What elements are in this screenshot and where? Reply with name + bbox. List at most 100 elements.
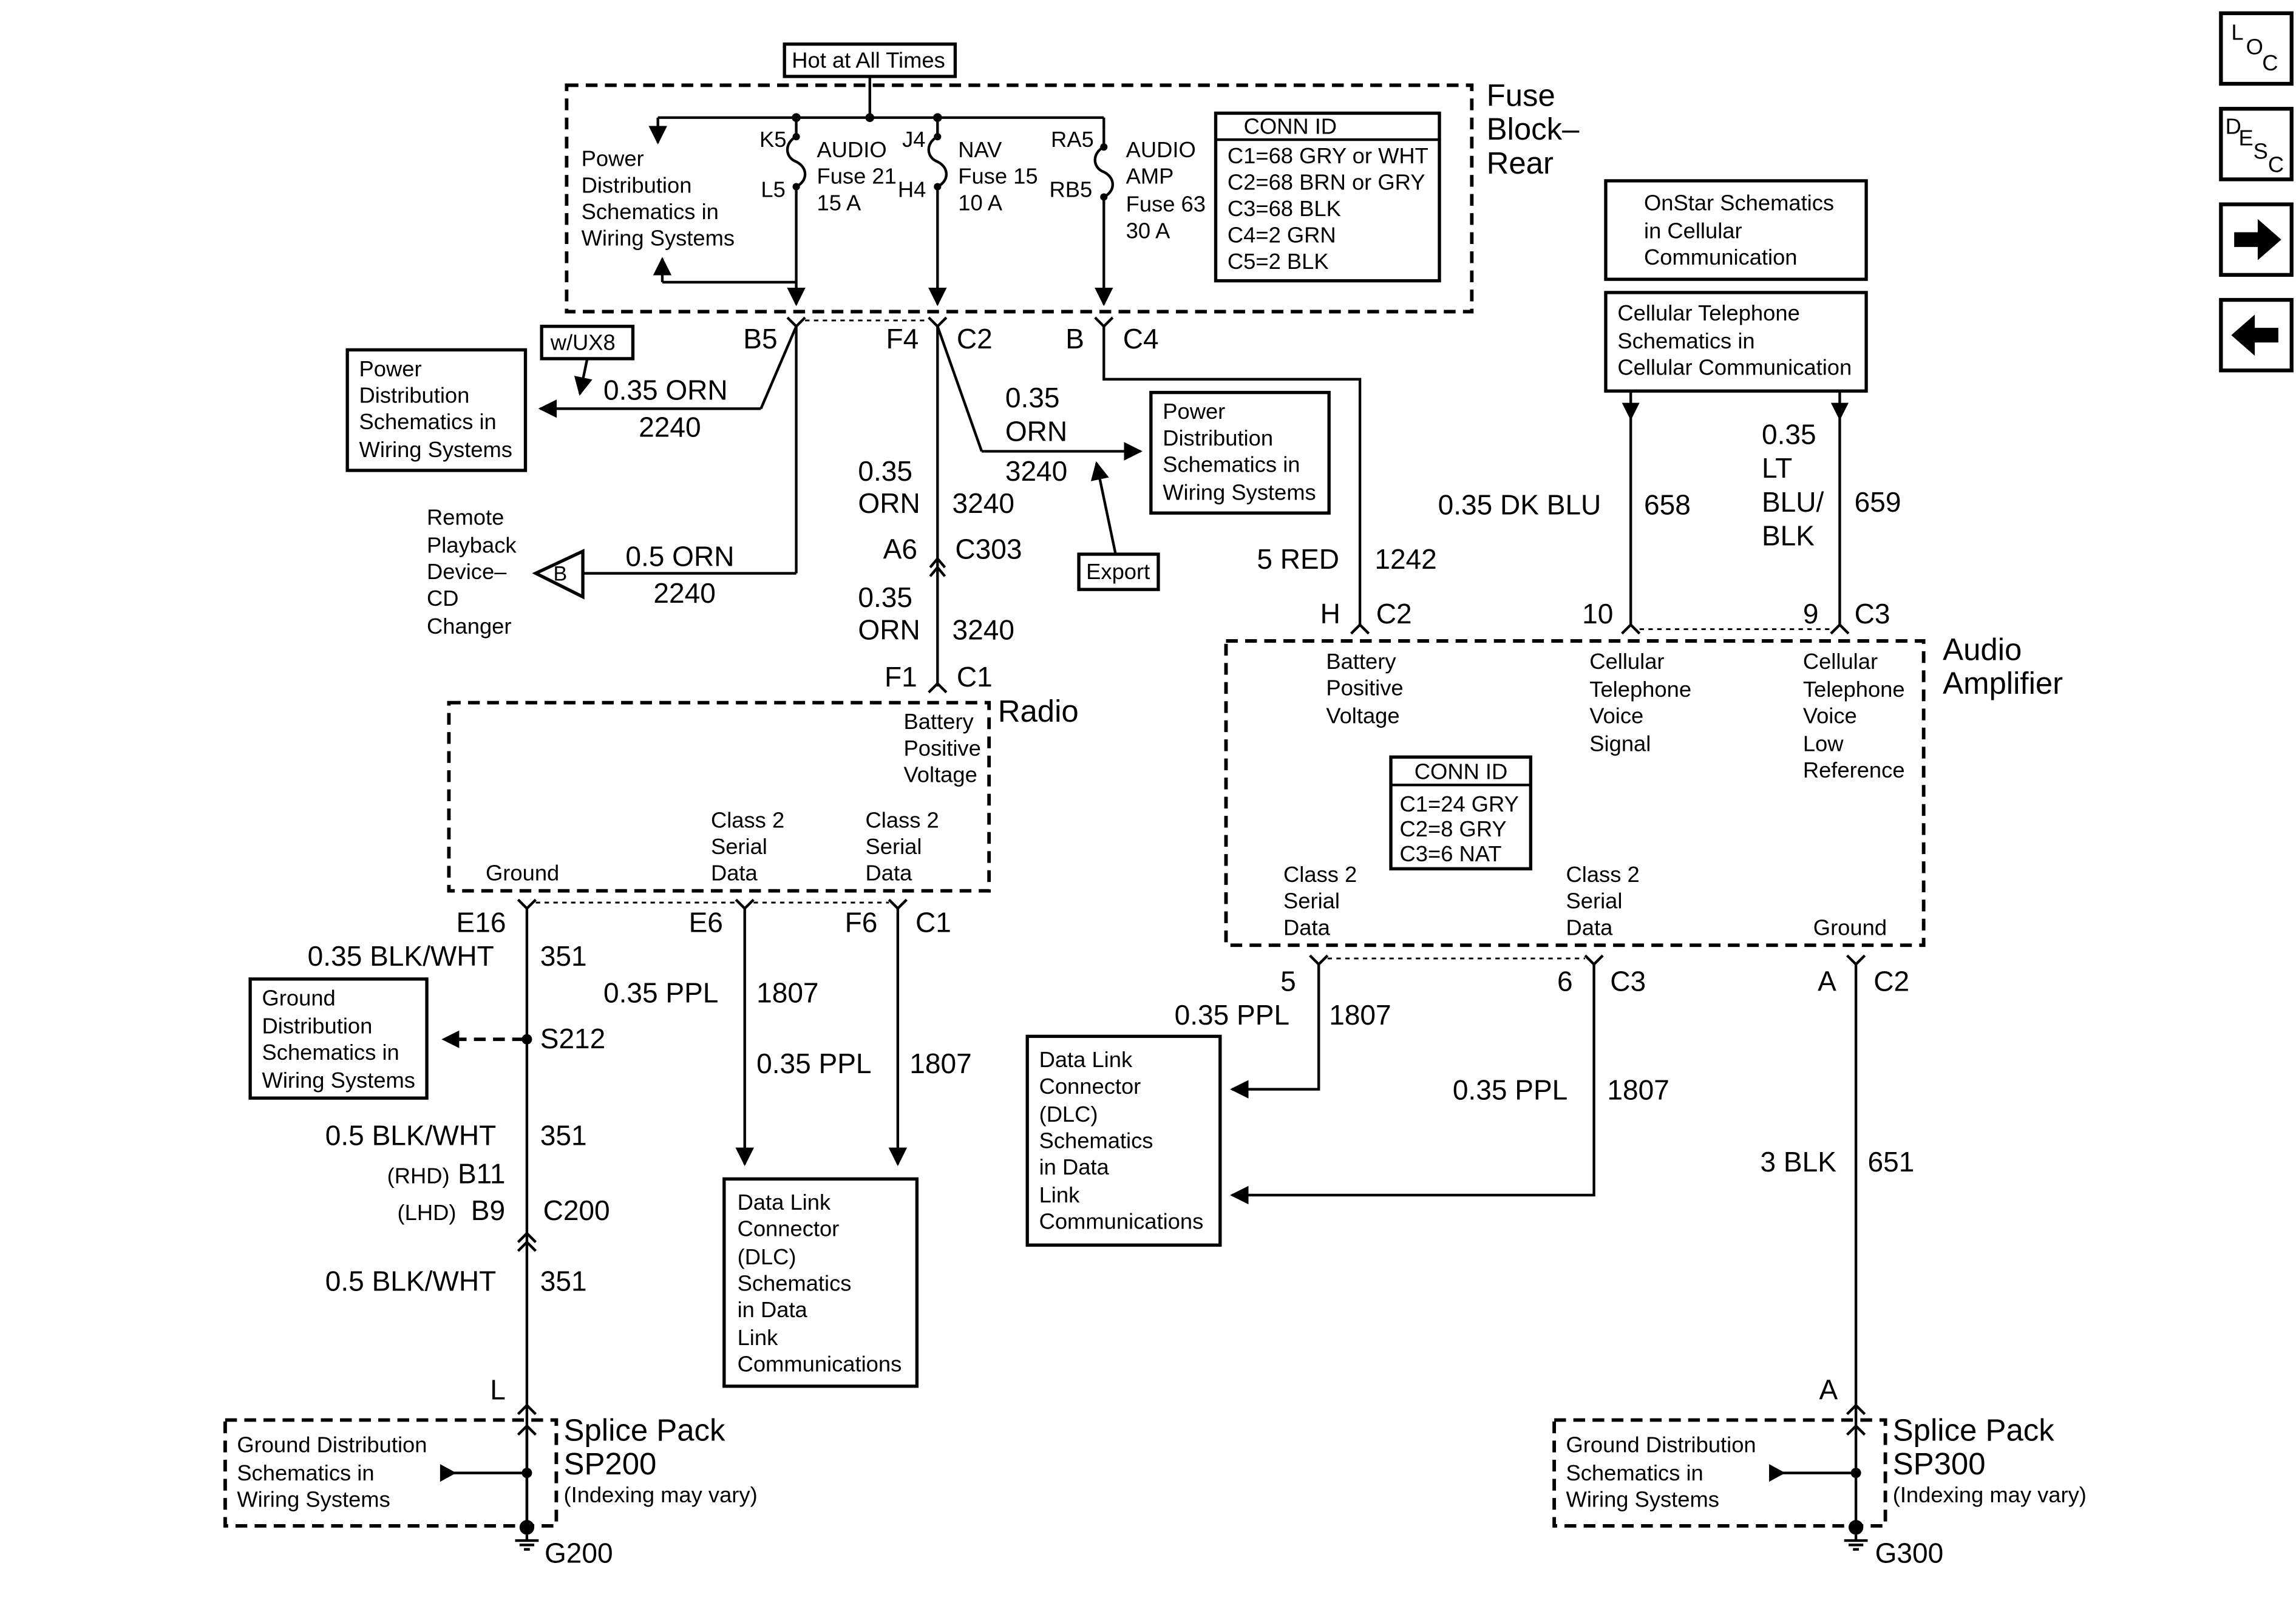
radio-battery-1: Battery [904, 709, 974, 734]
amp-serial1-1: Class 2 [1283, 862, 1357, 887]
dlc-right-1: Data Link [1039, 1047, 1133, 1072]
amp-pin-a: A [1818, 965, 1836, 997]
amp-battery-3: Voltage [1326, 703, 1399, 728]
wire-amp5-circuit: 1807 [1329, 999, 1391, 1031]
gd-box-left [248, 977, 429, 1100]
sp200-title-1: Splice Pack [564, 1412, 726, 1447]
wire-658-size: 0.35 DK BLU [1438, 489, 1601, 521]
sp200-box-2: Schematics in [237, 1460, 374, 1485]
wire-351-c-size: 0.5 BLK/WHT [325, 1265, 496, 1297]
amp-conn-id-2: C2=8 GRY [1400, 816, 1507, 841]
b5-branch: w/UX8 Power Distribution Schematics in W… [345, 324, 798, 639]
pd-box-center-3: Schematics in [1163, 452, 1300, 476]
wire-0-5-orn-2240-size: 0.5 ORN [625, 540, 734, 572]
amp-serial1-2: Serial [1283, 889, 1340, 914]
ground-g300-node [1848, 1520, 1864, 1535]
wire-659-size-1: 0.35 [1762, 418, 1816, 450]
pin-e6: E6 [689, 906, 723, 938]
f4-branch: 0.35 ORN 3240 Power Distribution Schemat… [858, 325, 1331, 694]
conn-c303: C303 [955, 533, 1022, 564]
amp-conn-id-3: C3=6 NAT [1400, 841, 1502, 866]
fuse-conn-id-line-5: C5=2 BLK [1228, 249, 1329, 274]
amplifier-title-1: Audio [1943, 632, 2022, 666]
amp-pin-5: 5 [1280, 965, 1296, 997]
pd-box-left-1: Power [359, 356, 422, 381]
wire-3240-a-circuit: 3240 [953, 487, 1014, 519]
sp200-box-3: Wiring Systems [237, 1486, 390, 1511]
amplifier-outputs: 0.35 PPL 1807 0.35 PPL 1807 Data Link Co… [1025, 964, 1914, 1524]
fuse-pd-text-3: Schematics in [582, 199, 719, 224]
pd-box-center-1: Power [1163, 399, 1225, 424]
sp300-title-2: SP300 [1893, 1446, 1986, 1481]
pd-box-left-4: Wiring Systems [359, 437, 512, 462]
dlc-right-6: Link [1039, 1182, 1081, 1207]
wire-659-circuit: 659 [1855, 486, 1901, 518]
conn-c200: C200 [543, 1195, 610, 1226]
amp-conn-id-title: CONN ID [1415, 759, 1507, 784]
ground-g300: G300 [1875, 1537, 1944, 1568]
amp-battery-1: Battery [1326, 649, 1396, 674]
splice-pack-sp200: Ground Distribution Schematics in Wiring… [223, 1412, 758, 1568]
amplifier-outline [1224, 639, 1926, 947]
wire-658-circuit: 658 [1644, 489, 1691, 521]
export-label: Export [1086, 559, 1150, 584]
dlc-right-3: (DLC) [1039, 1102, 1098, 1127]
wire-3240-b-size-1: 0.35 [858, 581, 912, 613]
fuse-pd-text-4: Wiring Systems [582, 225, 735, 250]
fuse-15-text-3: 10 A [958, 190, 1003, 215]
radio-serial1-2: Serial [711, 834, 767, 859]
previous-button[interactable] [2219, 297, 2294, 373]
fuse-pd-text-2: Distribution [582, 172, 692, 197]
amplifier-inputs: 5 RED 1242 OnStar Schematics in Cellular… [1102, 179, 1901, 635]
sp300-box-3: Wiring Systems [1566, 1486, 1719, 1511]
dlc-right-4: Schematics [1039, 1128, 1153, 1153]
fuse-node [1100, 143, 1108, 151]
sp200-outline [223, 1418, 559, 1528]
radio-serial1-1: Class 2 [711, 808, 784, 833]
radio-title: Radio [998, 694, 1079, 728]
radio-serial2-1: Class 2 [866, 808, 939, 833]
radio: Radio Battery Positive Voltage Ground Cl… [447, 694, 1079, 938]
dlc-left-5: in Data [738, 1297, 808, 1322]
amp-cell-signal-4: Signal [1589, 731, 1651, 756]
splice-s212 [521, 1034, 532, 1045]
fuse-block-title-2: Block– [1487, 112, 1580, 146]
pin-a6: A6 [883, 533, 917, 564]
wire-351-a-circuit: 351 [540, 940, 587, 972]
radio-serial2-3: Data [866, 861, 913, 886]
pin-f1: F1 [885, 661, 917, 693]
amp-conn-c2-bottom: C2 [1873, 965, 1909, 997]
fuse-conn-id-line-2: C2=68 BRN or GRY [1228, 169, 1425, 194]
export-box [1077, 552, 1160, 591]
wire-659-size-2: LT [1762, 452, 1792, 484]
fuse-conn-id-line-1: C1=68 GRY or WHT [1228, 143, 1428, 168]
fuse-63-text-2: AMP [1126, 164, 1174, 189]
loc-letter-o: O [2246, 35, 2263, 59]
amp-conn-c3-bottom: C3 [1610, 965, 1646, 997]
loc-button[interactable]: L O C [2219, 11, 2294, 86]
fuse-conn-id-line-3: C3=68 BLK [1228, 196, 1341, 221]
fuse-block-outputs: B5 F4 C2 B C4 [743, 316, 1159, 354]
next-button[interactable] [2219, 202, 2294, 277]
amp-serial2-3: Data [1566, 915, 1614, 940]
amp-cell-signal-1: Cellular [1589, 649, 1664, 674]
fuse-15-top-pin: J4 [902, 127, 925, 152]
wire-351-b-size: 0.5 BLK/WHT [325, 1120, 496, 1151]
fuse-conn-id-title: CONN ID [1244, 114, 1337, 138]
remote-playback-3: Device– [427, 559, 507, 584]
cellular-box-1: Cellular Telephone [1617, 300, 1799, 325]
fuse-63-top-pin: RA5 [1051, 127, 1094, 152]
fuse-block-rear: Hot at All Times Fuse Block– Rear Power … [565, 42, 1580, 314]
amp-conn-id-box [1389, 755, 1533, 870]
remote-playback-1: Remote [427, 505, 504, 530]
gd-box-left-3: Schematics in [262, 1040, 399, 1065]
fuse-15-text-2: Fuse 15 [958, 164, 1038, 189]
conn-c4: C4 [1123, 323, 1159, 354]
fuse-node [792, 183, 800, 191]
amp-serial2-2: Serial [1566, 889, 1623, 914]
onstar-box [1604, 179, 1868, 281]
option-w-ux8-label: w/UX8 [550, 330, 616, 354]
wire-amp6-circuit: 1807 [1607, 1074, 1669, 1106]
fuse-node [934, 133, 942, 141]
desc-button[interactable]: D E S C [2219, 107, 2294, 181]
